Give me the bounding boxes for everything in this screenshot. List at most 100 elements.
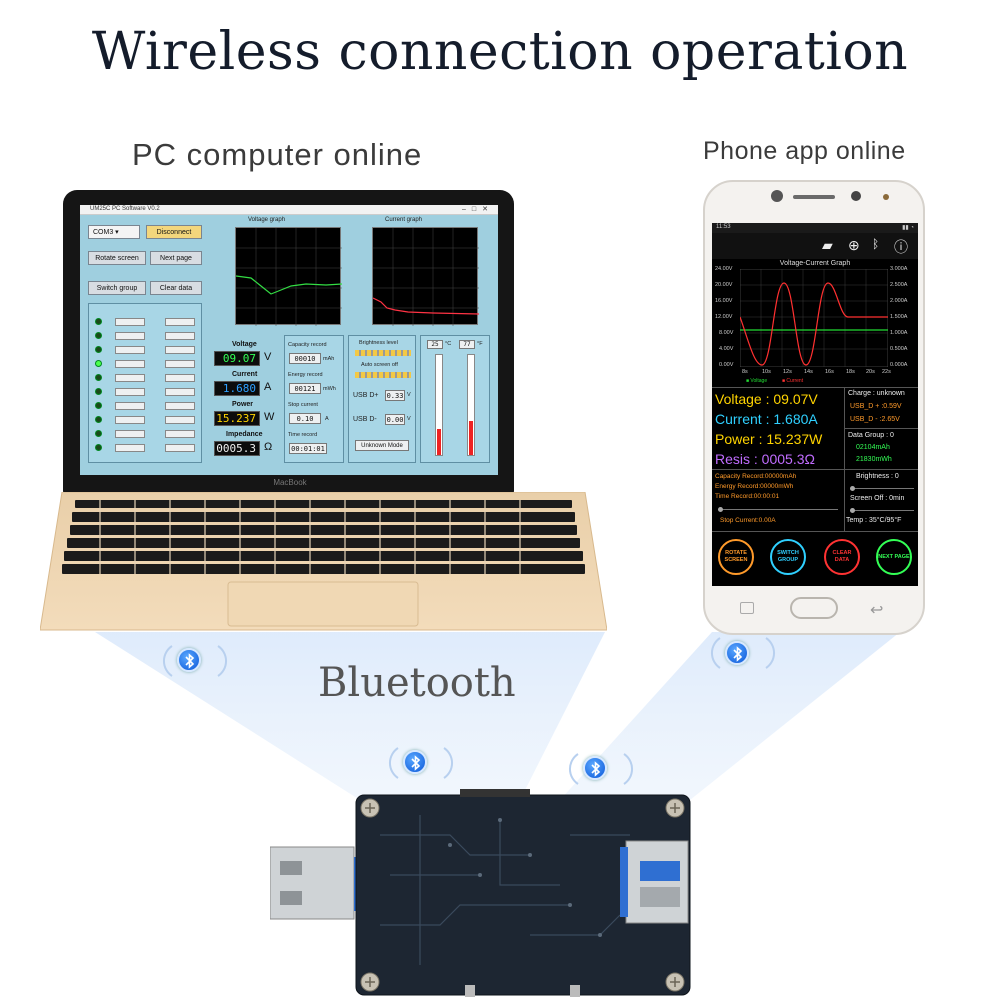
time-record: Time Record:00:00:01 — [715, 493, 780, 500]
home-button[interactable] — [790, 597, 838, 619]
disconnect-button[interactable]: Disconnect — [146, 225, 202, 239]
back-icon[interactable]: ↩ — [870, 602, 884, 619]
record-panel: Capacity record 00010 mAh Energy record … — [284, 335, 344, 463]
usb-dp-label: USB D+ — [353, 392, 379, 399]
app-toolbar: ▰ ⊕ ᛒ ⓘ — [712, 233, 918, 259]
stop-current-unit: A — [325, 416, 329, 422]
screen-off-slider[interactable] — [850, 510, 914, 511]
energy-unit: mWh — [323, 386, 336, 392]
divider — [845, 428, 918, 429]
group-led[interactable] — [95, 318, 102, 325]
clear-data-button[interactable]: CLEAR DATA — [824, 539, 860, 575]
voltage-label: Voltage — [232, 341, 257, 348]
usb-dp-value: 0.33 — [385, 390, 405, 401]
phone-current: Current : 1.680A — [715, 411, 818, 427]
voltage-unit: V — [264, 351, 272, 363]
group-led[interactable] — [95, 444, 102, 451]
stop-current-input[interactable]: 0.10 — [289, 413, 321, 424]
legend-voltage: ■ Voltage — [746, 378, 768, 384]
group-led[interactable] — [95, 388, 102, 395]
bluetooth-icon — [583, 756, 607, 780]
time-record-label: Time record — [288, 432, 318, 438]
bluetooth-wave-icon — [389, 747, 453, 779]
usb-dp-reading: USB_D + :0.59V — [850, 403, 902, 410]
com-port-select[interactable]: COM3 ▾ — [88, 225, 140, 239]
clear-data-button[interactable]: Clear data — [150, 281, 202, 295]
x-tick: 8s — [742, 369, 748, 375]
switch-group-button[interactable]: SWITCH GROUP — [770, 539, 806, 575]
current-value: 1.680 — [214, 381, 260, 396]
group-led-active[interactable] — [95, 360, 102, 367]
group-mah: 02104mAh — [856, 444, 890, 451]
info-icon[interactable]: ⓘ — [894, 239, 908, 255]
group-led[interactable] — [95, 332, 102, 339]
x-tick: 10s — [762, 369, 771, 375]
group-led[interactable] — [95, 374, 102, 381]
voltage-graph-title: Voltage graph — [248, 217, 286, 223]
impedance-label: Impedance — [226, 431, 263, 438]
brightness-slider[interactable] — [850, 488, 914, 489]
group-led[interactable] — [95, 346, 102, 353]
globe-icon[interactable]: ⊕ — [848, 237, 860, 253]
flash-icon — [883, 194, 889, 200]
x-tick: 16s — [825, 369, 834, 375]
record-cell — [165, 332, 195, 340]
rotate-screen-button[interactable]: ROTATE SCREEN — [718, 539, 754, 575]
settings-panel: Brightness level Auto screen off USB D+ … — [348, 335, 416, 463]
energy-record-label: Energy record — [288, 372, 323, 378]
folder-icon[interactable]: ▰ — [822, 237, 833, 253]
usb-dp-unit: V — [407, 392, 411, 398]
window-title: UM25C PC Software V0.2 — [90, 206, 160, 212]
bluetooth-icon — [725, 641, 749, 665]
record-cell — [165, 360, 195, 368]
capacity-record-label: Capacity record — [288, 342, 327, 348]
brightness-slider-knob[interactable] — [850, 486, 855, 491]
screen-off: Screen Off : 0min — [850, 495, 905, 502]
bluetooth-icon — [403, 750, 427, 774]
next-page-button[interactable]: NEXT PAGE — [876, 539, 912, 575]
group-led[interactable] — [95, 402, 102, 409]
thermometer-c-icon — [435, 354, 443, 456]
mode-value: Unknown Mode — [355, 440, 409, 451]
stop-current-slider-knob[interactable] — [718, 507, 723, 512]
switch-group-button[interactable]: Switch group — [88, 281, 146, 295]
auto-screen-slider[interactable] — [355, 372, 411, 378]
bluetooth-label: Bluetooth — [318, 660, 516, 706]
brightness-level: Brightness : 0 — [856, 473, 899, 480]
graph-title: Voltage-Current Graph — [779, 260, 851, 267]
temperature-panel: 25 °C 77 °F — [420, 335, 490, 463]
rotate-screen-button[interactable]: Rotate screen — [88, 251, 146, 265]
record-table — [88, 303, 202, 463]
stop-current-slider[interactable] — [718, 509, 838, 510]
stop-current: Stop Current:0.00A — [720, 517, 776, 524]
recent-apps-icon[interactable] — [740, 602, 754, 614]
y-left-tick: 12.00V — [715, 314, 733, 320]
temp-c-unit: °C — [445, 341, 452, 347]
next-page-button[interactable]: Next page — [150, 251, 202, 265]
voltage-value: 09.07 — [214, 351, 260, 366]
usb-dm-unit: V — [407, 416, 411, 422]
temp-f-value: 77 — [459, 340, 475, 349]
temp-f-unit: °F — [477, 341, 483, 347]
capacity-record-value: 00010 — [289, 353, 321, 364]
x-tick: 22s — [882, 369, 891, 375]
screen-off-slider-knob[interactable] — [850, 508, 855, 513]
sensor-icon — [851, 191, 861, 201]
bluetooth-icon[interactable]: ᛒ — [872, 237, 880, 251]
window-controls-icon[interactable]: –□✕ — [462, 206, 494, 213]
group-led[interactable] — [95, 416, 102, 423]
voltage-graph — [235, 227, 343, 326]
bluetooth-wave-icon — [711, 637, 775, 669]
divider — [712, 531, 918, 532]
y-left-tick: 4.00V — [719, 346, 734, 352]
energy-record-value: 00121 — [289, 383, 321, 394]
capacity-unit: mAh — [323, 356, 335, 362]
group-led[interactable] — [95, 430, 102, 437]
y-left-tick: 0.00V — [719, 362, 734, 368]
pc-label: PC computer online — [132, 137, 423, 172]
y-right-tick: 3.000A — [890, 266, 908, 272]
brightness-slider[interactable] — [355, 350, 411, 356]
record-cell — [115, 416, 145, 424]
record-cell — [165, 374, 195, 382]
